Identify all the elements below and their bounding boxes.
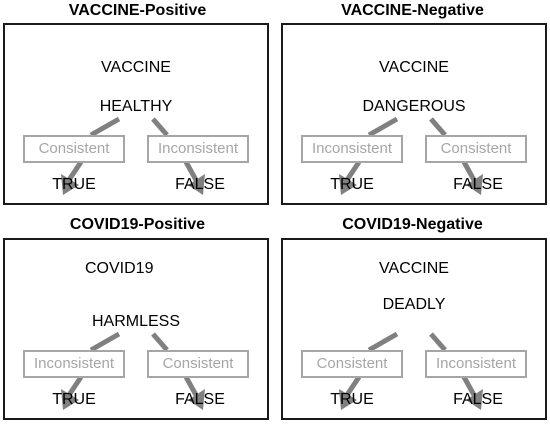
prime-word: VACCINE: [379, 260, 449, 277]
panel-title-covid19-positive: COVID19-Positive: [69, 216, 206, 233]
left-response: TRUE: [330, 176, 374, 193]
left-condition-box: Consistent: [301, 350, 403, 378]
panel-covid19-positive: COVID19 HARMLESS Inconsistent Consistent…: [3, 238, 269, 420]
right-response: FALSE: [175, 176, 225, 193]
right-condition-box: Inconsistent: [425, 350, 527, 378]
panel-covid19-negative: VACCINE DEADLY Consistent Inconsistent T…: [281, 238, 547, 420]
target-word: HARMLESS: [91, 313, 181, 330]
left-condition-box: Inconsistent: [301, 135, 403, 163]
panel-vaccine-negative: VACCINE DANGEROUS Inconsistent Consisten…: [281, 23, 547, 205]
right-response: FALSE: [453, 176, 503, 193]
prime-word: VACCINE: [379, 59, 449, 76]
left-response: TRUE: [52, 176, 96, 193]
panel-title-covid19-negative: COVID19-Negative: [342, 216, 483, 233]
right-response: FALSE: [175, 391, 225, 408]
panel-title-vaccine-positive: VACCINE-Positive: [68, 2, 207, 19]
prime-word: VACCINE: [101, 59, 171, 76]
target-word: DANGEROUS: [362, 98, 466, 115]
right-condition-box: Inconsistent: [147, 135, 249, 163]
arrows: [339, 331, 483, 410]
arrows: [339, 116, 483, 195]
target-word: DEADLY: [382, 296, 446, 313]
left-condition-box: Inconsistent: [23, 350, 125, 378]
prime-word: COVID19: [85, 260, 154, 277]
right-condition-box: Consistent: [147, 350, 249, 378]
right-condition-box: Consistent: [425, 135, 527, 163]
arrows: [61, 116, 205, 195]
left-condition-box: Consistent: [23, 135, 125, 163]
panel-title-vaccine-negative: VACCINE-Negative: [341, 2, 484, 19]
target-word: HEALTHY: [99, 98, 173, 115]
left-response: TRUE: [330, 391, 374, 408]
panel-vaccine-positive: VACCINE HEALTHY Consistent Inconsistent …: [3, 23, 269, 205]
left-response: TRUE: [52, 391, 96, 408]
right-response: FALSE: [453, 391, 503, 408]
arrows: [61, 331, 205, 410]
